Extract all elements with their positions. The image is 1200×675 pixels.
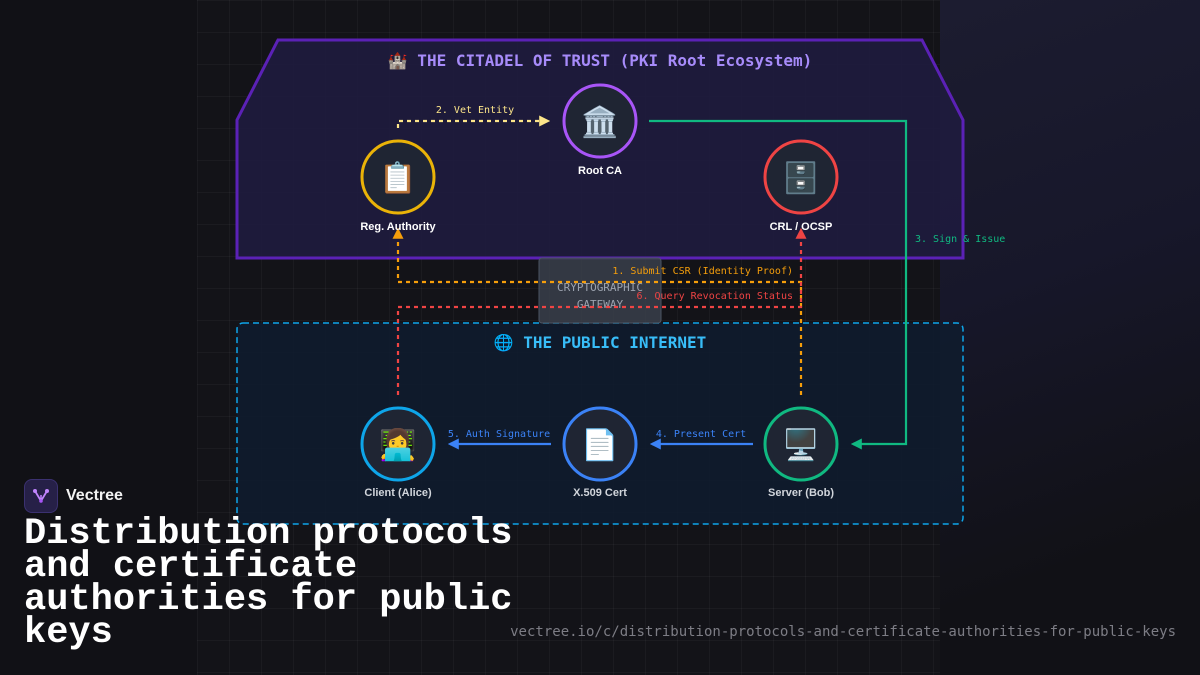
brand: Vectree bbox=[24, 479, 123, 513]
page-url[interactable]: vectree.io/c/distribution-protocols-and-… bbox=[510, 624, 1176, 640]
node-label-x509-cert: X.509 Cert bbox=[573, 487, 627, 499]
edge-label-present-cert: 4. Present Cert bbox=[656, 429, 746, 440]
edge-sign-issue bbox=[649, 119, 908, 450]
edge-label-submit-csr: 1. Submit CSR (Identity Proof) bbox=[612, 266, 793, 277]
edge-query-revocation bbox=[396, 227, 807, 395]
node-root-ca: 🏛️ Root CA bbox=[562, 83, 638, 177]
edge-label-sign-issue: 3. Sign & Issue bbox=[915, 234, 1005, 245]
brand-name: Vectree bbox=[66, 487, 123, 504]
node-crl-ocsp: 🗄️ CRL / OCSP bbox=[763, 139, 839, 233]
edge-submit-csr bbox=[392, 227, 803, 395]
document-icon: 📄 bbox=[581, 427, 618, 462]
node-label-server: Server (Bob) bbox=[768, 487, 834, 499]
file-cabinet-icon: 🗄️ bbox=[782, 160, 819, 195]
citadel-title: 🏰 THE CITADEL OF TRUST (PKI Root Ecosyst… bbox=[388, 51, 813, 70]
node-server: 🖥️ Server (Bob) bbox=[763, 406, 839, 499]
node-client: 👩‍💻 Client (Alice) bbox=[360, 406, 436, 499]
desktop-computer-icon: 🖥️ bbox=[782, 427, 819, 462]
background-glow bbox=[940, 0, 1200, 675]
node-label-client: Client (Alice) bbox=[364, 487, 432, 499]
person-laptop-icon: 👩‍💻 bbox=[379, 427, 416, 462]
edge-label-auth-signature: 5. Auth Signature bbox=[448, 429, 550, 440]
bank-building-icon: 🏛️ bbox=[581, 104, 618, 139]
node-reg-authority: 📋 Reg. Authority bbox=[360, 139, 437, 233]
node-label-crl-ocsp: CRL / OCSP bbox=[770, 221, 833, 233]
vectree-logo-icon bbox=[24, 479, 58, 513]
edge-vet-entity bbox=[396, 115, 551, 128]
clipboard-icon: 📋 bbox=[379, 160, 416, 195]
page-title: Distribution protocols and certificate a… bbox=[24, 513, 513, 654]
edge-label-query-revocation: 6. Query Revocation Status bbox=[636, 291, 793, 302]
node-label-root-ca: Root CA bbox=[578, 165, 622, 177]
public-internet-title: 🌐 THE PUBLIC INTERNET bbox=[494, 333, 707, 352]
node-label-reg-authority: Reg. Authority bbox=[360, 221, 436, 233]
gateway-label-line2: GATEWAY bbox=[577, 298, 624, 311]
gateway-label-line1: CRYPTOGRAPHIC bbox=[557, 281, 643, 294]
edge-label-vet-entity: 2. Vet Entity bbox=[436, 105, 514, 116]
node-x509-cert: 📄 X.509 Cert bbox=[562, 406, 638, 499]
